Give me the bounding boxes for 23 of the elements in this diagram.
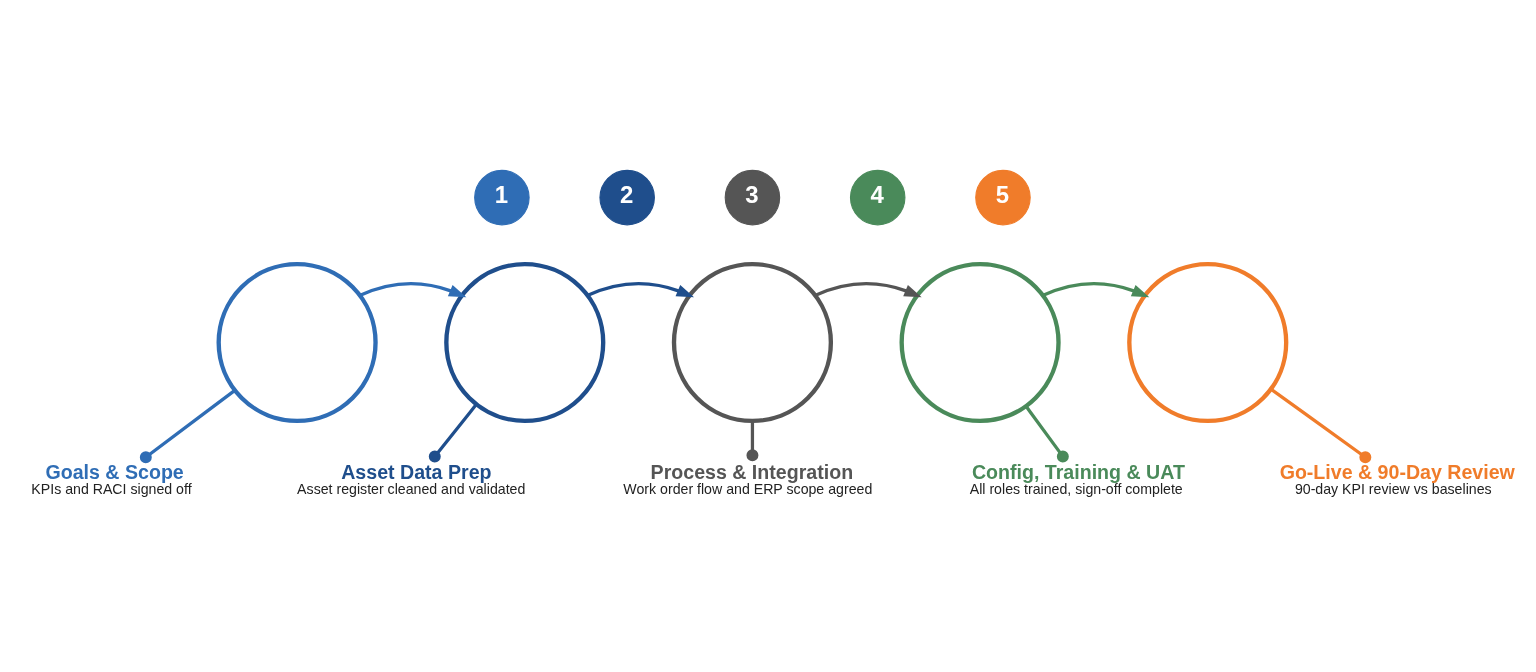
node-circle: 3: [724, 169, 780, 225]
node-circle: 4: [849, 169, 905, 225]
node-text: Goals & Scope KPIs and RACI signed off: [30, 460, 192, 497]
node-text: Process & Integration Work order flow and ERP scope agreed: [622, 460, 872, 497]
node-circle: 1: [473, 169, 530, 225]
connector: [139, 388, 235, 463]
node-circle: [671, 261, 833, 423]
node-text: Go-Live & 90-Day Review 90-day KPI review vs baselines: [1279, 460, 1515, 497]
arrow: [1042, 281, 1149, 297]
node-circle: [443, 261, 605, 423]
connector: [428, 402, 478, 462]
connector: [1269, 387, 1371, 463]
node-circle: 2: [598, 169, 655, 225]
node-circle: [216, 261, 378, 423]
arrow: [814, 281, 922, 297]
node-circle: [1126, 261, 1288, 423]
arrow: [586, 281, 694, 297]
node-text: Asset Data Prep Asset register cleaned and validated: [296, 460, 525, 497]
arrow: [359, 281, 466, 297]
connector: [1024, 404, 1069, 462]
node-circle: 5: [974, 169, 1031, 225]
node-text: Config, Training & UAT All roles trained, sign-off complete: [969, 460, 1185, 497]
connector: [745, 420, 758, 461]
